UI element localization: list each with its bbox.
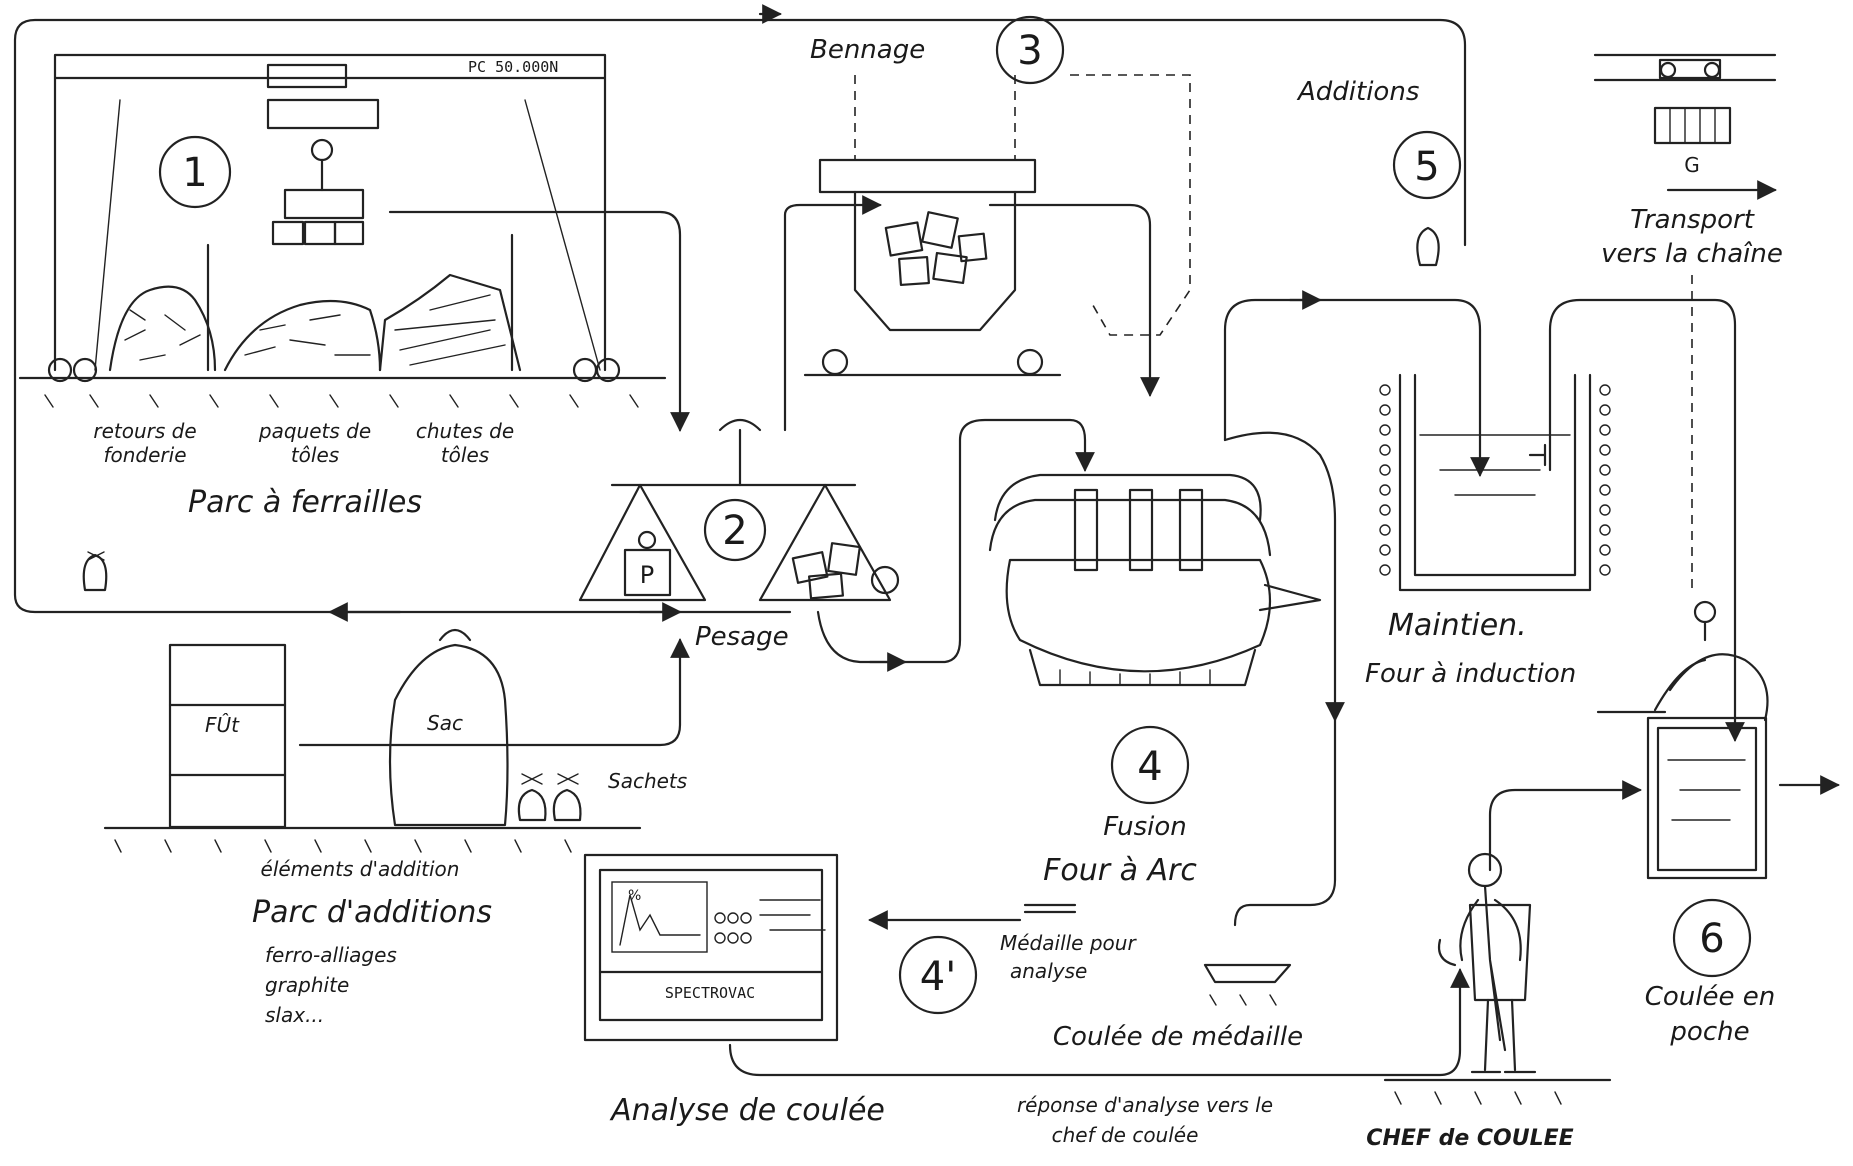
pile-2-line2: tôles <box>291 443 339 467</box>
weighing-station: P 2 Pesage <box>580 420 898 652</box>
station-1-number: 1 <box>182 150 207 196</box>
induction-furnace: Additions 5 Maintien. Four à induction <box>1296 77 1610 689</box>
additions-item-2: graphite <box>265 973 349 997</box>
bennage-label: Bennage <box>810 35 925 65</box>
scrap-park: PC 50.000N 1 retours de fonderie paquets… <box>20 55 665 590</box>
pile-3-line2: tôles <box>441 443 489 467</box>
sack-label: Sac <box>427 711 463 735</box>
spectrovac-label: SPECTROVAC <box>665 984 755 1002</box>
analysis-graph-label: % <box>628 888 641 904</box>
maintien-title: Maintien. <box>1388 608 1527 643</box>
transport: G Transport vers la chaîne <box>1595 55 1783 590</box>
additions-item-3: slax... <box>265 1003 324 1027</box>
pile-2-line1: paquets de <box>258 419 371 443</box>
response-line2: chef de coulée <box>1052 1123 1199 1147</box>
maintien-subtitle: Four à induction <box>1365 659 1576 689</box>
ladle-label-line1: Coulée en <box>1645 982 1776 1012</box>
ladle-station: 6 Coulée en poche <box>1598 602 1775 1047</box>
station-6-number: 6 <box>1699 916 1724 962</box>
medal-cast-label: Coulée de médaille <box>1053 1022 1303 1052</box>
crane-capacity: PC 50.000N <box>468 58 558 76</box>
casting-operator: CHEF de COULEE <box>1366 854 1610 1151</box>
elements-label: éléments d'addition <box>261 857 460 881</box>
station-2-number: 2 <box>722 508 747 554</box>
medal-label-line1: Médaille pour <box>1000 931 1137 955</box>
sachets-label: Sachets <box>608 769 687 793</box>
additions-item-1: ferro-alliages <box>265 943 397 967</box>
analysis-title: Analyse de coulée <box>609 1093 885 1128</box>
response-line1: réponse d'analyse vers le <box>1017 1093 1273 1117</box>
station-4-number: 4 <box>1137 744 1162 790</box>
arc-furnace: 4 Fusion Four à Arc <box>990 475 1320 888</box>
medal-label-line2: analyse <box>1010 959 1087 983</box>
weighing-label: Pesage <box>695 622 789 652</box>
pile-3-line1: chutes de <box>416 419 514 443</box>
fusion-label: Fusion <box>1103 812 1187 842</box>
station-4b-number: 4' <box>920 954 956 1000</box>
ladle-label-line2: poche <box>1669 1017 1749 1047</box>
additions-label: Additions <box>1296 77 1419 107</box>
station-3-number: 3 <box>1017 28 1042 74</box>
additions-park-title: Parc d'additions <box>252 895 492 930</box>
operator-label: CHEF de COULEE <box>1366 1126 1573 1151</box>
arc-furnace-label: Four à Arc <box>1043 853 1197 888</box>
pile-1-line1: retours de <box>93 419 196 443</box>
drum-label: FÛt <box>205 713 240 737</box>
transport-line2: vers la chaîne <box>1601 239 1783 269</box>
transport-marker: G <box>1684 153 1700 177</box>
transport-line1: Transport <box>1630 205 1755 235</box>
scrap-park-title: Parc à ferrailles <box>188 485 422 520</box>
analysis-station: % SPECTROVAC 4' Analyse de coulée Médail… <box>585 855 1303 1147</box>
weight-box-label: P <box>640 561 654 589</box>
station-5-number: 5 <box>1414 144 1439 190</box>
bennage-station: Bennage 3 <box>805 17 1190 375</box>
pile-1-line2: fonderie <box>103 443 186 467</box>
